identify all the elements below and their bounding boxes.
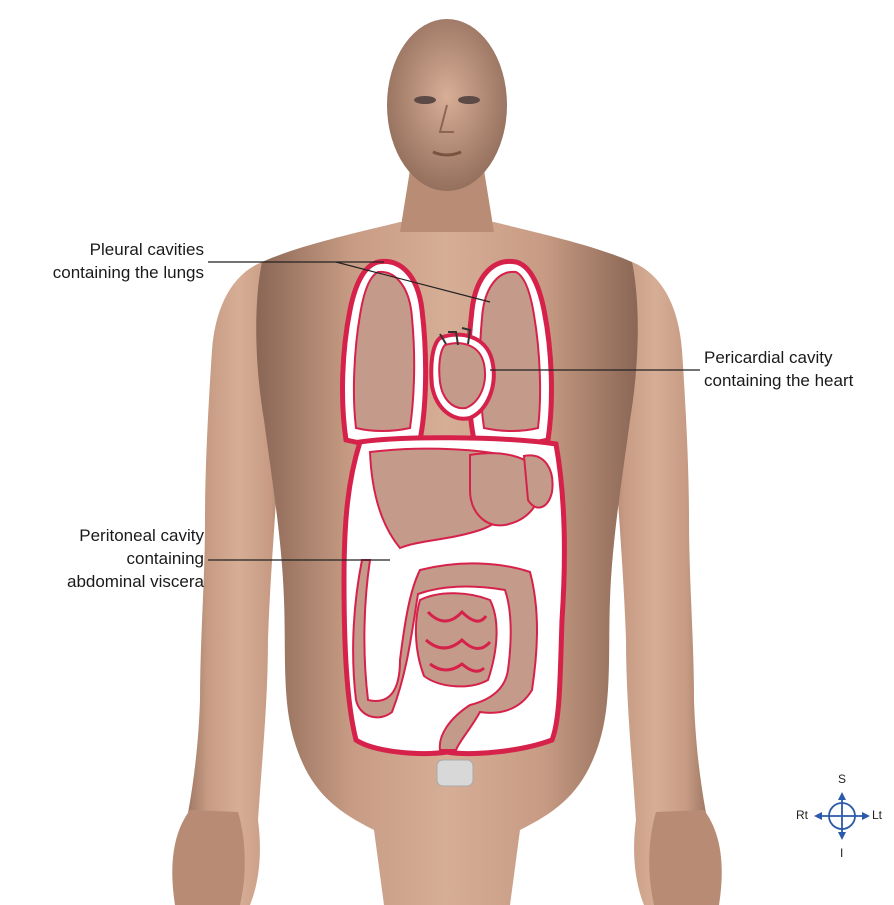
left-eye xyxy=(458,96,480,104)
compass-right-label: Rt xyxy=(796,808,808,822)
label-pleural-line-1: Pleural cavities xyxy=(0,238,204,261)
right-hand xyxy=(172,810,245,905)
groin-cover xyxy=(437,760,473,786)
heart xyxy=(439,343,485,408)
label-peritoneal-cavity: Peritoneal cavity containing abdominal v… xyxy=(0,524,204,593)
label-pericardial-cavity: Pericardial cavity containing the heart xyxy=(704,346,892,392)
compass-arrow-down xyxy=(838,832,846,840)
compass-left-label: Lt xyxy=(872,808,882,822)
compass-superior-label: S xyxy=(838,772,846,786)
right-eye xyxy=(414,96,436,104)
label-peritoneal-line-1: Peritoneal cavity xyxy=(0,524,204,547)
label-pericardial-line-1: Pericardial cavity xyxy=(704,346,892,369)
compass-inferior-label: I xyxy=(840,846,843,860)
compass-arrow-up xyxy=(838,792,846,800)
left-hand xyxy=(649,810,722,905)
orientation-compass xyxy=(814,792,870,840)
label-peritoneal-line-3: abdominal viscera xyxy=(0,570,204,593)
label-pleural-line-2: containing the lungs xyxy=(0,261,204,284)
label-peritoneal-line-2: containing xyxy=(0,547,204,570)
label-pericardial-line-2: containing the heart xyxy=(704,369,892,392)
label-pleural-cavities: Pleural cavities containing the lungs xyxy=(0,238,204,284)
peritoneal-cavity-group xyxy=(344,438,564,754)
compass-arrow-right xyxy=(862,812,870,820)
compass-arrow-left xyxy=(814,812,822,820)
